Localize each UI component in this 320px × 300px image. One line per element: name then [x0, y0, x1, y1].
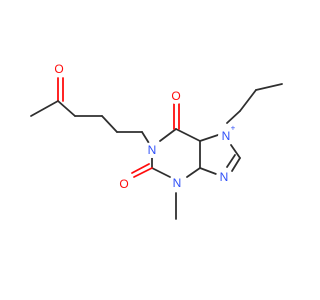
bond-n3-c2 [151, 167, 171, 178]
atom-n1-label: N [148, 143, 157, 157]
atom-n3-label: N [173, 176, 182, 190]
bond-c8-n9-b [226, 154, 236, 168]
atom-n7-label: N [222, 129, 231, 143]
bond-n9-c4 [199, 167, 217, 175]
bond-c6-c5 [175, 128, 201, 142]
bond-chain-1 [57, 100, 76, 117]
bond-chain-3 [101, 115, 118, 133]
bond-propyl-2 [239, 89, 257, 112]
atom-o-c6: O [168, 88, 184, 104]
atom-o-c2: O [116, 176, 132, 192]
atom-n7: N + [218, 124, 236, 144]
atom-n3: N [169, 175, 185, 191]
atom-o-ketone: O [51, 61, 67, 77]
bond-n1-c6 [159, 128, 177, 142]
bond-c2-o-double-b [131, 163, 150, 174]
bond-c5-n7 [199, 133, 222, 142]
atom-n9-label: N [220, 170, 229, 184]
atom-o-ketone-label: O [54, 62, 63, 76]
molecule-structure: O N O N + O N N [30, 61, 283, 220]
bond-c8-n9-a [231, 157, 241, 172]
bond-layer [30, 77, 283, 220]
bond-c4-n3 [186, 167, 201, 178]
atom-label-layer: O N O N + O N N [51, 61, 236, 192]
bond-methyl-to-ketone-carbon [30, 100, 59, 117]
bond-propyl-3 [255, 83, 283, 91]
bond-c2-o-double-a [133, 167, 153, 178]
atom-n1: N [144, 142, 160, 158]
atom-o-c6-label: O [171, 89, 180, 103]
atom-o-c2-label: O [119, 177, 128, 191]
atom-n9: N [216, 169, 232, 185]
bond-n7-propyl-1 [226, 110, 241, 124]
atom-n7-charge: + [231, 124, 236, 133]
bond-n7-c8 [230, 144, 241, 159]
